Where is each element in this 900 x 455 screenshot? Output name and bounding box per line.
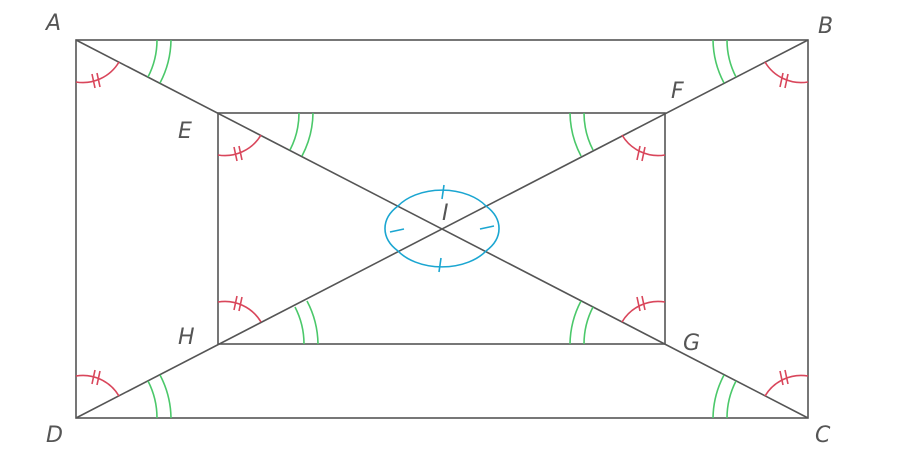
angle-mark-a-green-outer xyxy=(159,39,172,84)
angle-mark-g-red xyxy=(621,300,666,323)
angle-mark-c-red xyxy=(764,374,809,397)
angle-tick-a-red-2 xyxy=(96,72,101,88)
angle-tick-b-red-2 xyxy=(784,73,789,89)
angle-mark-f-green-outer xyxy=(569,112,582,157)
label-h: H xyxy=(178,325,195,350)
center-tick-bottom xyxy=(438,257,442,273)
angle-tick-f-red-2 xyxy=(641,146,646,162)
angle-tick-b-red-1 xyxy=(779,72,784,88)
angle-tick-c-red-2 xyxy=(784,369,789,385)
label-f: F xyxy=(671,79,684,104)
angle-mark-h-green-outer xyxy=(306,300,319,345)
angle-mark-g-green-outer xyxy=(569,300,582,345)
angle-tick-f-red-1 xyxy=(636,145,641,161)
center-arc-right xyxy=(485,205,500,252)
label-g: G xyxy=(683,331,700,356)
angle-mark-e-red xyxy=(217,134,262,157)
center-tick-top xyxy=(441,184,445,200)
outer-rectangle-abcd xyxy=(75,39,809,419)
angle-mark-d-red xyxy=(75,374,120,397)
label-c: C xyxy=(815,423,831,448)
angle-mark-h-green-inner xyxy=(294,306,305,345)
angle-mark-h-red xyxy=(217,300,262,323)
center-arc-bottom xyxy=(397,250,487,268)
green-angle-marks xyxy=(147,39,737,419)
center-arc-top xyxy=(397,189,487,207)
angle-tick-e-red-1 xyxy=(233,146,238,162)
label-i: I xyxy=(442,201,449,226)
angle-mark-d-green-outer xyxy=(159,374,172,419)
label-a: A xyxy=(44,11,61,36)
angle-mark-b-green-outer xyxy=(712,39,725,84)
angle-mark-a-red xyxy=(75,61,120,84)
label-d: D xyxy=(46,423,63,448)
angle-mark-b-green-inner xyxy=(726,39,737,78)
point-labels: A B C D E F G H I xyxy=(44,11,833,448)
angle-tick-a-red-1 xyxy=(91,73,96,89)
center-tick-right xyxy=(479,225,495,230)
angle-tick-d-red-2 xyxy=(96,370,101,386)
center-angle-marks xyxy=(384,184,500,273)
angle-mark-e-green-outer xyxy=(301,112,314,157)
angle-mark-c-green-inner xyxy=(726,380,737,419)
diagonal-bd xyxy=(75,39,809,419)
inner-rectangle-efgh xyxy=(217,112,666,345)
angle-mark-c-green-outer xyxy=(712,374,725,419)
angle-mark-b-red xyxy=(764,61,809,84)
angle-mark-a-green-inner xyxy=(147,39,158,78)
angle-tick-h-red-2 xyxy=(238,296,243,312)
angle-tick-g-red-1 xyxy=(636,296,641,312)
angle-tick-c-red-1 xyxy=(779,370,784,386)
angle-tick-d-red-1 xyxy=(91,369,96,385)
angle-mark-f-red xyxy=(621,134,666,157)
red-angle-marks xyxy=(75,61,809,397)
angle-mark-e-green-inner xyxy=(289,112,300,151)
angle-mark-d-green-inner xyxy=(147,380,158,419)
label-e: E xyxy=(178,119,192,144)
angle-mark-g-green-inner xyxy=(583,306,594,345)
center-tick-left xyxy=(389,228,405,233)
angle-tick-h-red-1 xyxy=(233,295,238,311)
angle-mark-f-green-inner xyxy=(583,112,594,151)
angle-tick-e-red-2 xyxy=(238,145,243,161)
label-b: B xyxy=(818,14,833,39)
center-arc-left xyxy=(384,205,399,252)
angle-tick-g-red-2 xyxy=(641,295,646,311)
